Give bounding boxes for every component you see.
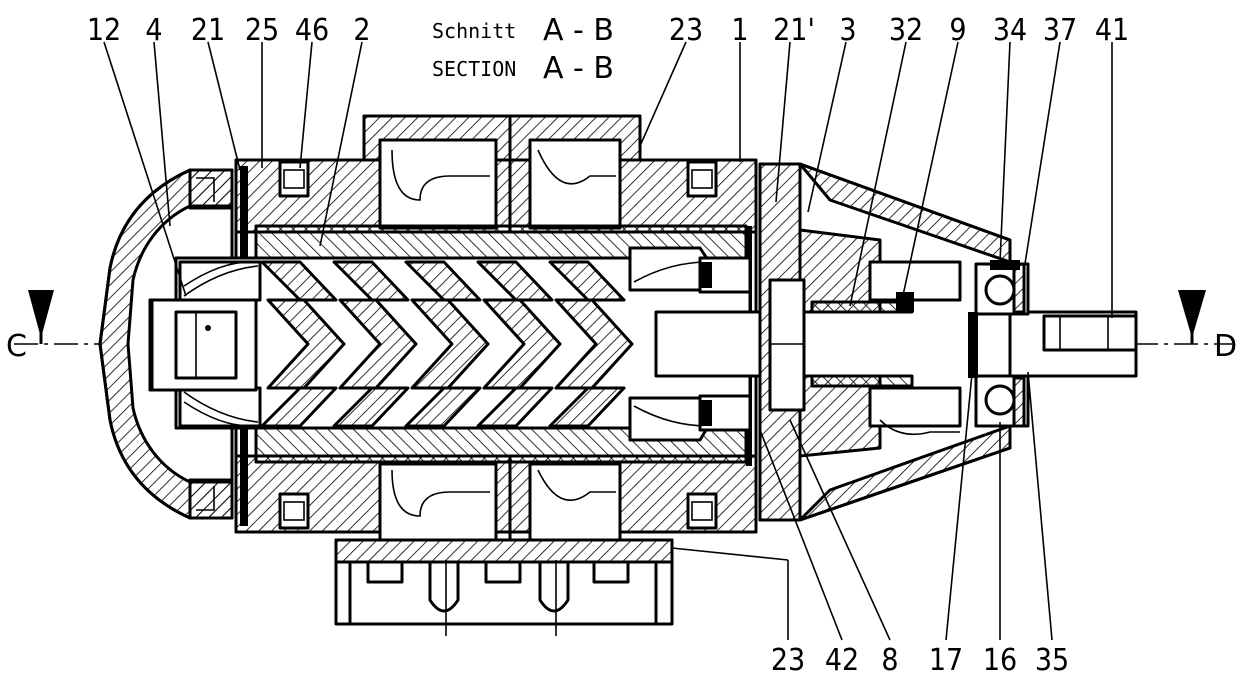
- rotor-chevrons: [260, 260, 634, 428]
- part-label-12: 12: [87, 13, 121, 48]
- section-label-right: D: [1214, 329, 1237, 364]
- part-label-23-top: 23: [669, 13, 703, 48]
- casing-insert: [254, 224, 748, 464]
- title-de-word: Schnitt: [432, 19, 516, 43]
- part-label-35: 35: [1035, 643, 1069, 677]
- part-label-8: 8: [881, 643, 898, 677]
- section-label-left: C: [6, 329, 27, 364]
- ball-bearing: [968, 260, 1030, 428]
- pump-foot: [334, 538, 674, 636]
- part-label-37: 37: [1043, 13, 1077, 48]
- part-label-23-bottom: 23: [771, 643, 805, 677]
- part-label-2: 2: [353, 13, 370, 48]
- part-label-42: 42: [825, 643, 859, 677]
- leader-lines: [103, 41, 1113, 641]
- part-label-32: 32: [889, 13, 923, 48]
- bottom-part-labels: 23 42 8 17 16 35: [771, 643, 1069, 677]
- title-en-word: SECTION: [432, 57, 516, 81]
- top-part-labels: 12 4 21 25 46 2 23 1 21' 3 32 9 34 37 41: [87, 13, 1129, 48]
- part-label-4: 4: [145, 13, 162, 48]
- part-label-21: 21: [191, 13, 225, 48]
- part-label-46: 46: [295, 13, 329, 48]
- bearing-lantern: [758, 162, 1012, 522]
- part-label-25: 25: [245, 13, 279, 48]
- part-label-17: 17: [929, 643, 963, 677]
- part-label-21-prime: 21': [773, 13, 815, 48]
- part-label-3: 3: [839, 13, 856, 48]
- part-label-41: 41: [1095, 13, 1129, 48]
- part-label-9: 9: [949, 13, 966, 48]
- title-de-section: A - B: [543, 13, 614, 48]
- title-en-section: A - B: [543, 51, 614, 86]
- drawing-title: Schnitt A - B SECTION A - B: [432, 13, 614, 86]
- casing-bolts: [278, 160, 718, 530]
- part-label-1: 1: [731, 13, 748, 48]
- part-label-16: 16: [983, 643, 1017, 677]
- part-label-34: 34: [993, 13, 1027, 48]
